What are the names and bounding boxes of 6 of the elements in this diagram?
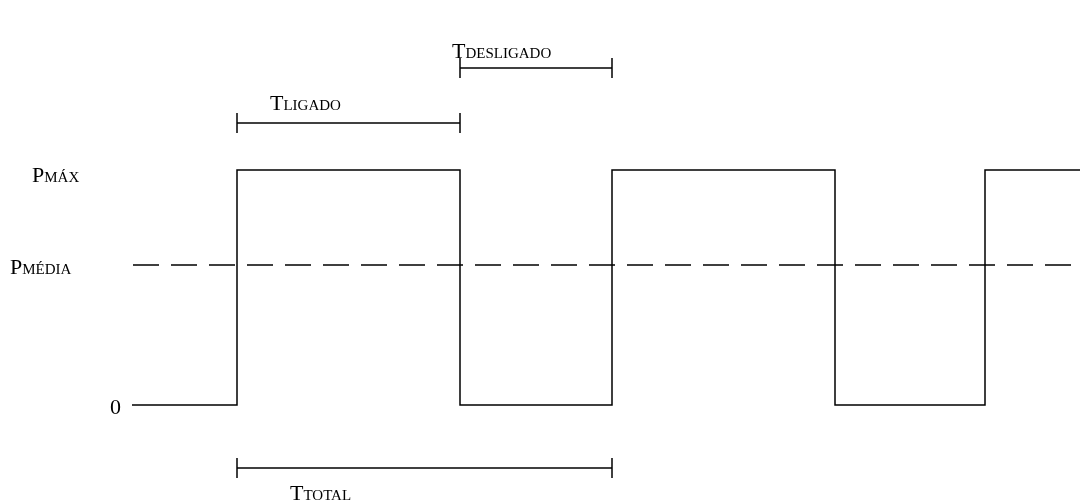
dimension-label: Ttotal	[290, 482, 352, 504]
level-label: Pmáx	[32, 164, 80, 186]
level-label: 0	[110, 396, 121, 418]
level-label: Pmédia	[10, 256, 72, 278]
dimension-label: Tdesligado	[452, 40, 552, 62]
dimension-label: Tligado	[270, 92, 341, 114]
